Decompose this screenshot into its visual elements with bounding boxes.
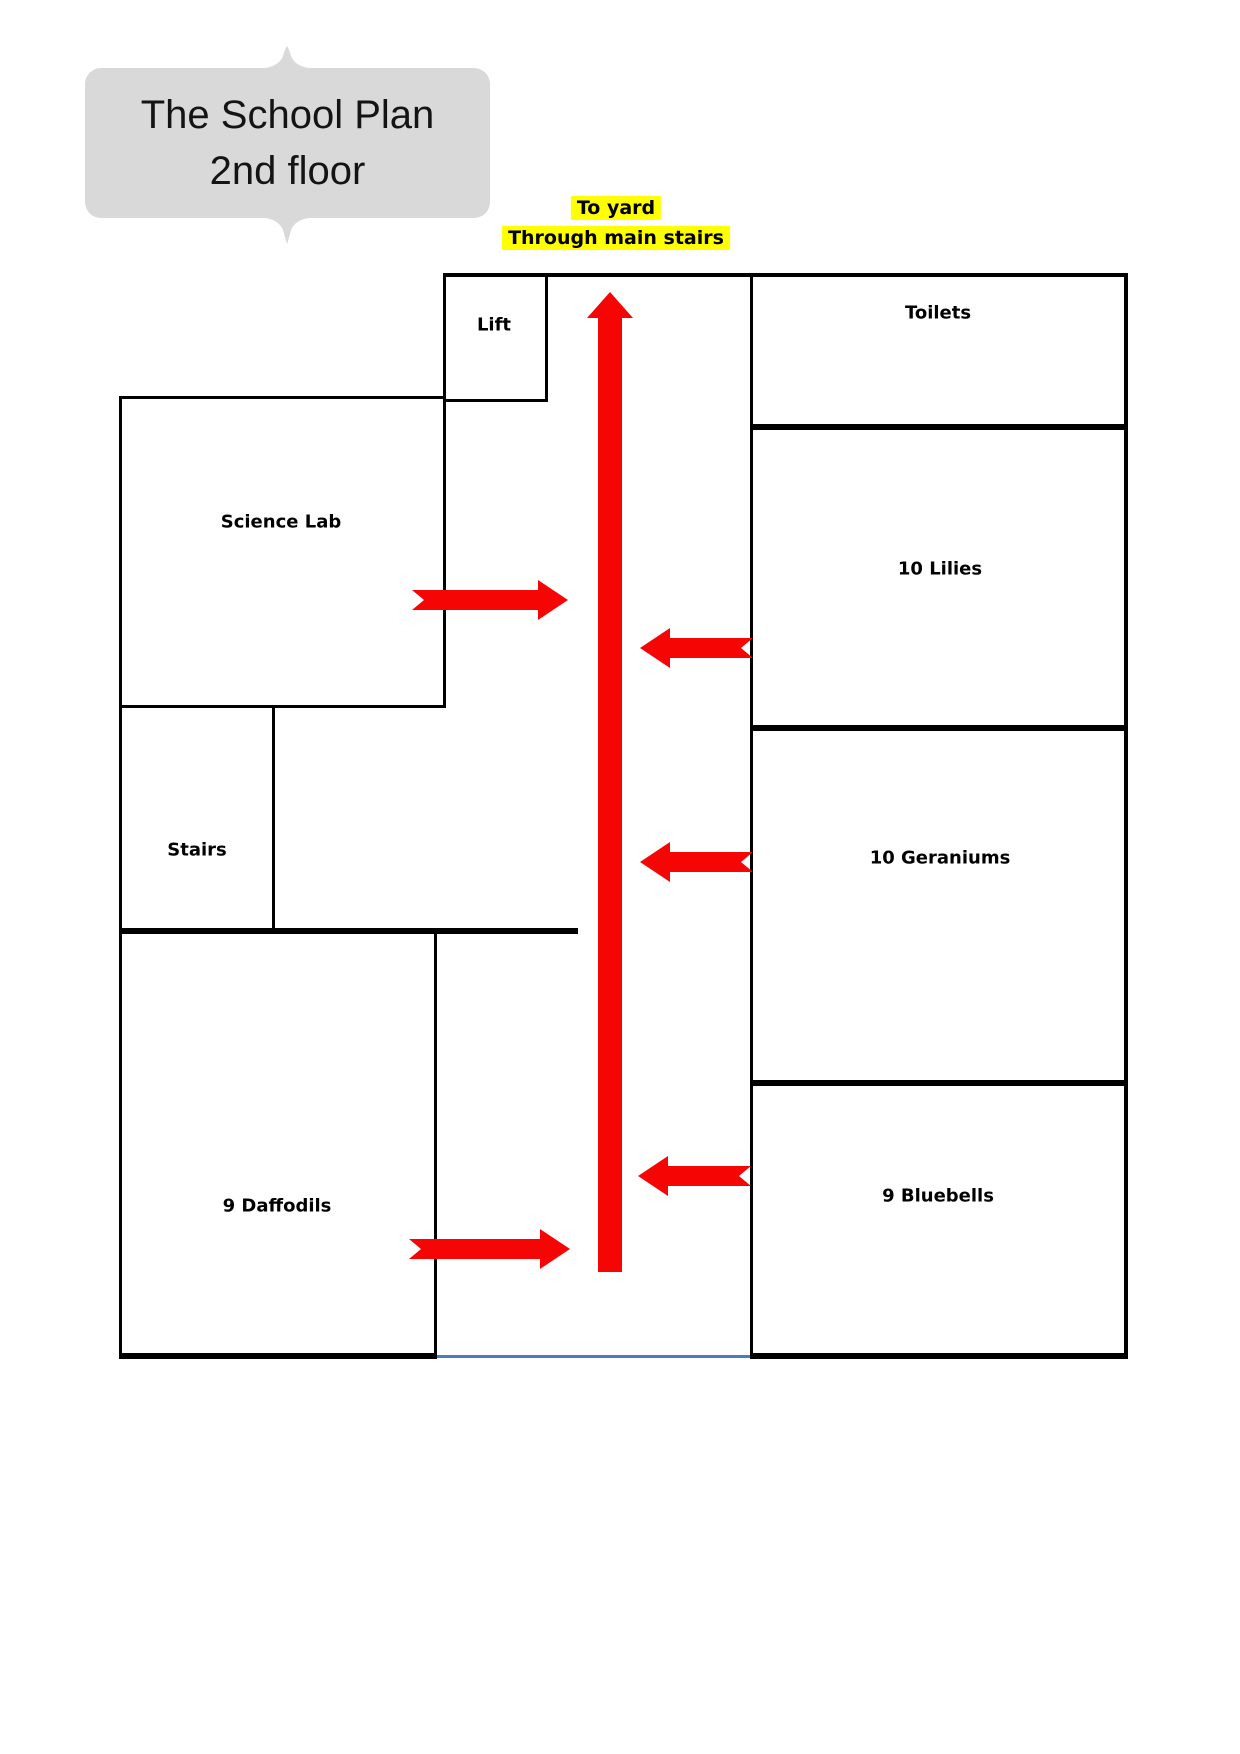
room-label-toilets: Toilets	[904, 302, 972, 324]
room-label-9-bluebells: 9 Bluebells	[882, 1185, 994, 1207]
arrow-up-main-corridor-icon	[587, 292, 633, 1272]
wall-bluebells-bottom	[750, 1353, 1128, 1359]
wall-right-rooms-left	[750, 273, 753, 1359]
arrow-left-10-lilies-icon	[640, 628, 753, 668]
wall-lift-left-sciencelab-right	[443, 273, 446, 708]
wall-stairs-right	[272, 705, 275, 933]
room-label-10-lilies: 10 Lilies	[897, 558, 983, 580]
wall-daffodils-right	[434, 928, 437, 1359]
room-label-10-geraniums: 10 Geraniums	[869, 847, 1011, 869]
wall-lift-right	[545, 273, 548, 402]
wall-toilets-bottom	[750, 424, 1124, 430]
room-label-9-daffodils: 9 Daffodils	[222, 1195, 332, 1217]
arrow-left-10-geraniums-icon	[640, 842, 753, 882]
brace-ornament-bottom	[265, 218, 309, 248]
wall-stairs-bottom	[119, 928, 578, 934]
wall-plan-right	[1124, 273, 1128, 1359]
plan-title: The School Plan	[140, 93, 435, 137]
room-label-stairs: Stairs	[167, 839, 227, 861]
wall-sciencelab-bottom	[119, 705, 446, 708]
title-plaque: The School Plan 2nd floor	[85, 68, 490, 218]
wall-daffodils-bottom	[119, 1353, 437, 1359]
wall-geraniums-bottom	[750, 1080, 1124, 1086]
arrow-right-science-lab-icon	[412, 580, 568, 620]
wall-lift-bottom	[443, 399, 548, 402]
arrow-left-9-bluebells-icon	[638, 1156, 751, 1196]
room-label-science-lab: Science Lab	[220, 511, 342, 533]
corridor-end-blue-line	[437, 1355, 750, 1358]
wall-lilies-bottom	[750, 725, 1124, 731]
wall-sciencelab-top	[119, 396, 446, 399]
caption-to-yard: To yard	[570, 196, 662, 220]
wall-plan-left	[119, 396, 122, 1359]
room-label-lift: Lift	[476, 314, 512, 336]
caption-through-main-stairs: Through main stairs	[502, 226, 730, 250]
wall-plan-top	[443, 273, 1128, 277]
brace-ornament-top	[265, 46, 309, 72]
plan-subtitle: 2nd floor	[209, 149, 366, 193]
